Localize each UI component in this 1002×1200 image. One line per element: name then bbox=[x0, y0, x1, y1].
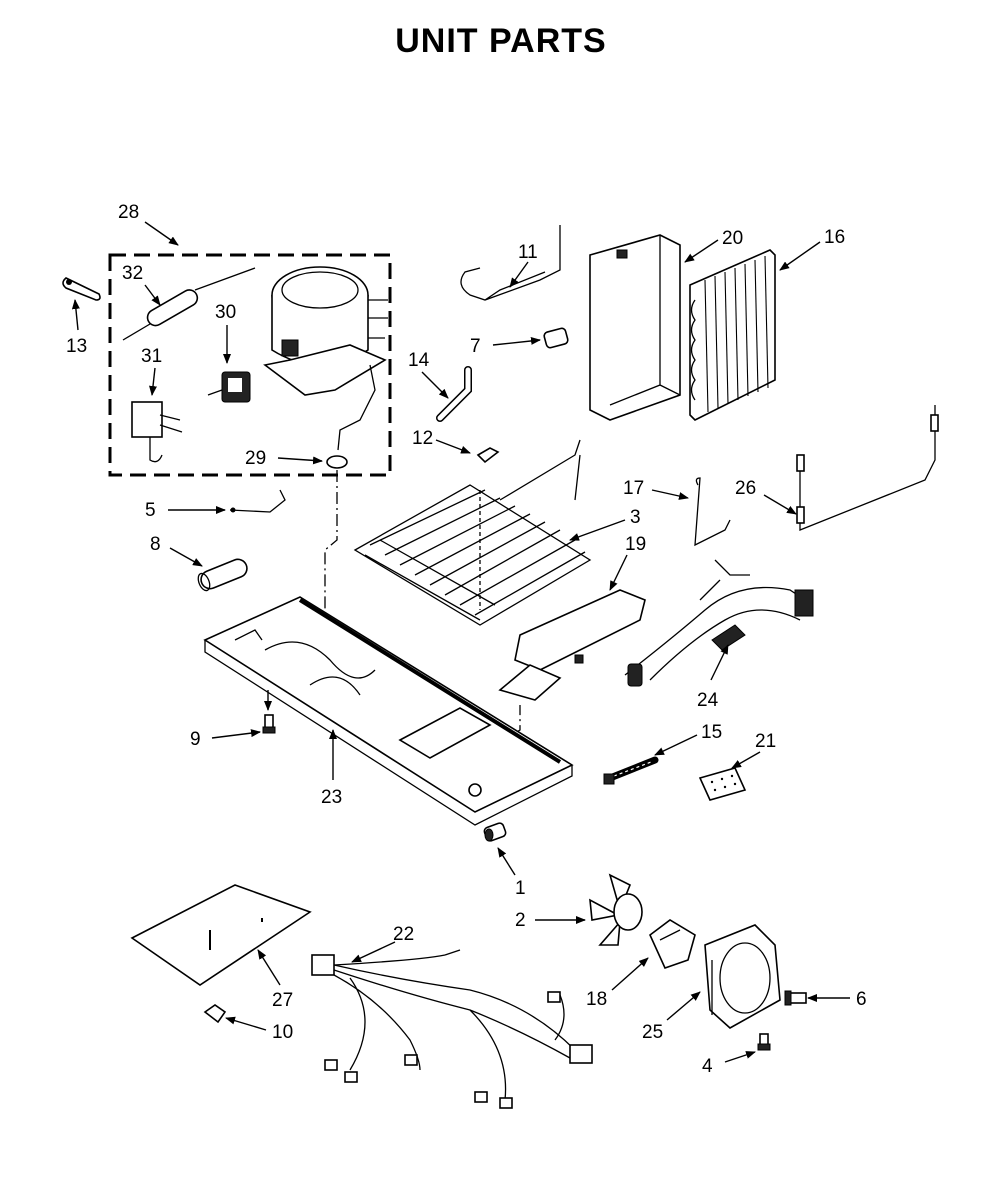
callout-13: 13 bbox=[66, 336, 87, 357]
callout-15: 15 bbox=[701, 722, 722, 743]
callout-8: 8 bbox=[150, 534, 161, 555]
callout-23: 23 bbox=[321, 787, 342, 808]
callout-28: 28 bbox=[118, 202, 139, 223]
part-21-pad bbox=[698, 767, 747, 801]
part-17-bracket bbox=[694, 477, 731, 547]
callout-31: 31 bbox=[141, 346, 162, 367]
callout-10: 10 bbox=[272, 1022, 293, 1043]
part-23-base-tray bbox=[203, 596, 574, 826]
callout-26: 26 bbox=[735, 478, 756, 499]
part-14-tube bbox=[436, 366, 472, 422]
callout-17: 17 bbox=[623, 478, 644, 499]
part-9-screw bbox=[262, 714, 276, 734]
callout-30: 30 bbox=[215, 302, 236, 323]
part-24-power-harness bbox=[624, 559, 814, 687]
callout-3: 3 bbox=[630, 507, 641, 528]
callout-21: 21 bbox=[755, 731, 776, 752]
callout-4: 4 bbox=[702, 1056, 713, 1077]
callout-25: 25 bbox=[642, 1022, 663, 1043]
callout-1: 1 bbox=[515, 878, 526, 899]
callout-27: 27 bbox=[272, 990, 293, 1011]
part-7-cylinder bbox=[543, 327, 569, 349]
part-30-relay bbox=[207, 371, 251, 403]
part-1-bushing bbox=[483, 822, 507, 842]
callout-18: 18 bbox=[586, 989, 607, 1010]
compressor bbox=[263, 266, 388, 396]
callout-19: 19 bbox=[625, 534, 646, 555]
compressor-kit-group-box bbox=[108, 253, 392, 477]
part-15-heater bbox=[603, 756, 659, 785]
part-25-fan-shroud bbox=[704, 924, 781, 1029]
callout-24: 24 bbox=[697, 690, 719, 711]
callout-7: 7 bbox=[470, 336, 481, 357]
part-31-overload bbox=[131, 401, 183, 463]
part-19-drain-pan bbox=[498, 589, 646, 701]
part-22-wire-harness bbox=[311, 949, 593, 1109]
callout-29: 29 bbox=[245, 448, 266, 469]
part-5-wire bbox=[229, 489, 286, 513]
part-32-drier bbox=[122, 267, 256, 341]
callout-6: 6 bbox=[856, 989, 867, 1010]
callout-12: 12 bbox=[412, 428, 433, 449]
callout-20: 20 bbox=[722, 228, 743, 249]
callout-9: 9 bbox=[190, 729, 201, 750]
callout-11: 11 bbox=[518, 242, 538, 263]
part-16-condenser bbox=[689, 249, 776, 421]
page-title: UNIT PARTS bbox=[395, 22, 607, 60]
part-29-grommet bbox=[326, 364, 376, 469]
part-2-fan-blade bbox=[589, 873, 643, 946]
part-13-clip bbox=[62, 277, 101, 301]
part-3-evaporator bbox=[353, 439, 592, 626]
callout-14: 14 bbox=[408, 350, 430, 371]
leader-arrows bbox=[71, 221, 850, 1063]
part-27-sheet bbox=[130, 884, 312, 986]
callout-22: 22 bbox=[393, 924, 414, 945]
part-4-screw bbox=[757, 1033, 771, 1051]
callout-labels: 28 32 13 30 31 29 11 7 14 12 20 16 5 8 3… bbox=[66, 202, 867, 1077]
callout-5: 5 bbox=[145, 500, 156, 521]
part-12-clip bbox=[476, 447, 500, 464]
part-18-fan-motor bbox=[649, 919, 696, 969]
part-11-tubing bbox=[460, 225, 561, 301]
part-8-insulation-tube bbox=[197, 558, 248, 592]
callout-2: 2 bbox=[515, 910, 526, 931]
part-6-screw bbox=[784, 990, 807, 1006]
callout-32: 32 bbox=[122, 263, 143, 284]
part-26-thermistor bbox=[796, 405, 939, 531]
callout-16: 16 bbox=[824, 227, 845, 248]
part-20-condenser-cover bbox=[589, 234, 681, 421]
part-10-clip bbox=[203, 1004, 227, 1024]
